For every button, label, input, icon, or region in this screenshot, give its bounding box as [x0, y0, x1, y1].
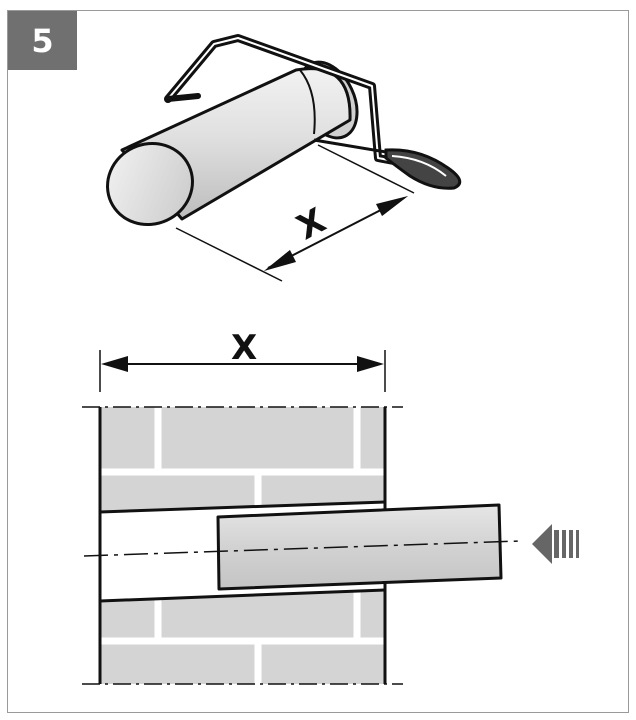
wall-dimension-line	[99, 350, 386, 392]
top-dimension-line	[175, 144, 415, 282]
wall-dimension-label: X	[231, 328, 257, 368]
push-direction-arrow-icon	[532, 524, 579, 564]
pipe-in-wall	[216, 503, 503, 591]
top-dimension-label: X	[290, 201, 332, 249]
tube-with-bracket	[106, 34, 462, 227]
brick-wall	[82, 406, 403, 685]
center-line	[83, 540, 521, 557]
step-number-badge: 5	[8, 11, 77, 70]
